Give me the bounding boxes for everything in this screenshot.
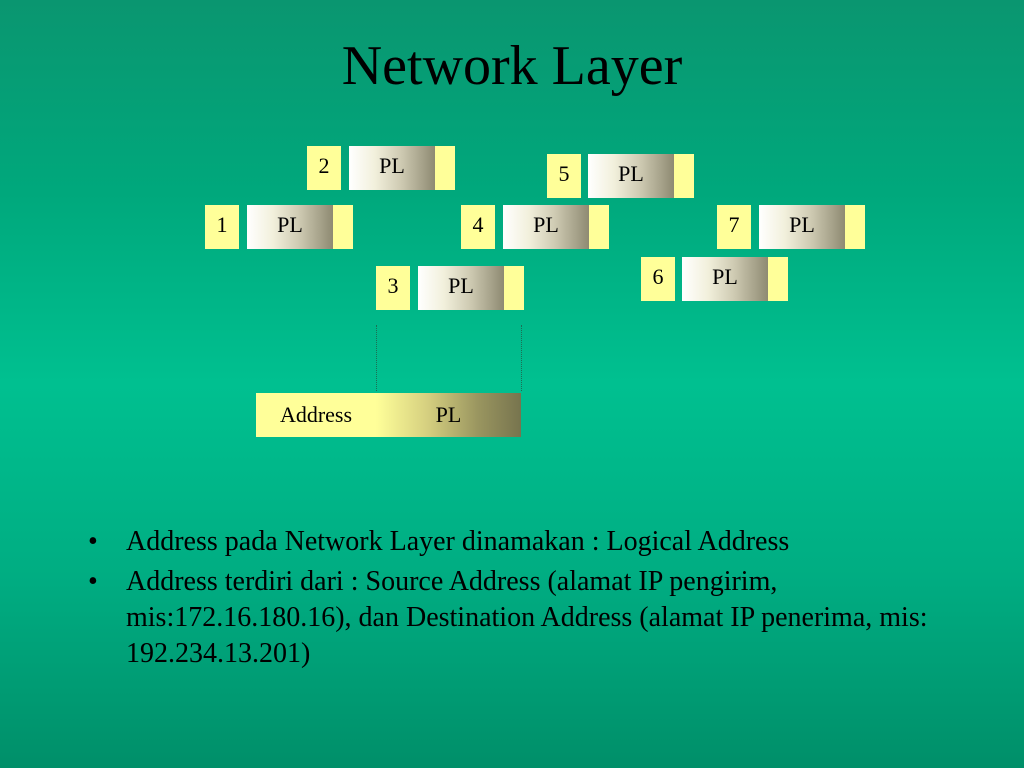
packet-payload: PL [418,266,504,310]
packet-number: 1 [205,205,239,249]
packet-number: 3 [376,266,410,310]
packet-trailer [333,205,353,249]
packet-number: 2 [307,146,341,190]
packet-trailer [435,146,455,190]
packet-number: 7 [717,205,751,249]
packet-trailer [589,205,609,249]
packet-number: 4 [461,205,495,249]
addressed-payload: PL [376,393,521,437]
bullet-item: • Address terdiri dari : Source Address … [88,564,958,672]
address-field: Address [256,393,376,437]
packet-payload: PL [759,205,845,249]
bullet-icon: • [88,566,98,597]
bullet-text: Address pada Network Layer dinamakan : L… [126,526,790,557]
dotted-connector-right [521,325,522,391]
packet-payload: PL [349,146,435,190]
bullet-item: • Address pada Network Layer dinamakan :… [88,524,958,560]
bullet-icon: • [88,526,98,557]
packet-payload: PL [247,205,333,249]
bullet-list: • Address pada Network Layer dinamakan :… [88,524,958,676]
packet-trailer [674,154,694,198]
packet-number: 6 [641,257,675,301]
packet-payload: PL [588,154,674,198]
packet-trailer [504,266,524,310]
packet-payload: PL [503,205,589,249]
slide-title: Network Layer [341,35,683,97]
packet-number: 5 [547,154,581,198]
packet-trailer [768,257,788,301]
packet-trailer [845,205,865,249]
packet-diagram: 2 PL 5 PL 1 PL 4 PL 7 PL 6 PL 3 PL Addre… [205,146,865,437]
dotted-connector-left [376,325,377,391]
packet-payload: PL [682,257,768,301]
bullet-text: Address terdiri dari : Source Address (a… [126,566,928,669]
